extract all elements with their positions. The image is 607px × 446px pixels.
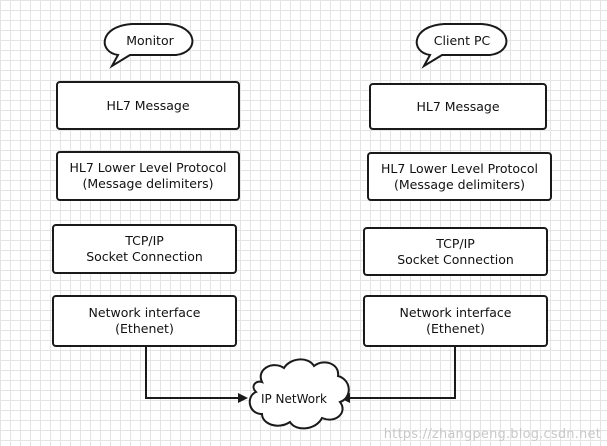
client-network-interface-box: Network interface (Ethenet) [363,295,548,347]
box-label: TCP/IP [436,235,475,251]
box-sublabel: (Message delimiters) [394,176,525,192]
box-label: HL7 Lower Level Protocol [69,160,227,175]
watermark: https://zhangpeng.blog.csdn.net [383,427,601,442]
box-sublabel: (Message delimiters) [82,176,214,191]
monitor-tcpip-box: TCP/IP Socket Connection [52,224,237,274]
monitor-network-interface-box: Network interface (Ethenet) [52,295,237,347]
ip-network-label: IP NetWork [260,392,328,406]
ip-network-cloud-shape [248,358,350,430]
box-sublabel: Socket Connection [397,251,514,267]
box-label: HL7 Message [416,98,500,114]
monitor-callout-label: Monitor [126,32,174,48]
box-sublabel: (Ethenet) [426,321,485,336]
client-pc-callout-shape [415,23,508,69]
monitor-hl7-llp-box: HL7 Lower Level Protocol (Message delimi… [56,151,240,201]
client-hl7-message-box: HL7 Message [369,83,547,130]
box-sublabel: (Ethenet) [115,321,174,336]
box-sublabel: Socket Connection [86,249,203,264]
right-connector-arrow [340,347,456,403]
box-label: TCP/IP [125,233,164,248]
left-connector-arrow [145,347,248,403]
box-label: Network interface [88,305,201,320]
monitor-callout-shape [103,23,194,69]
box-label: HL7 Message [106,97,190,113]
box-label: HL7 Lower Level Protocol [380,160,539,176]
monitor-hl7-message-box: HL7 Message [56,81,240,130]
client-tcpip-box: TCP/IP Socket Connection [363,227,548,276]
box-label: Network interface [399,305,512,320]
client-pc-callout-label: Client PC [433,32,491,48]
client-hl7-llp-box: HL7 Lower Level Protocol (Message delimi… [367,152,552,201]
